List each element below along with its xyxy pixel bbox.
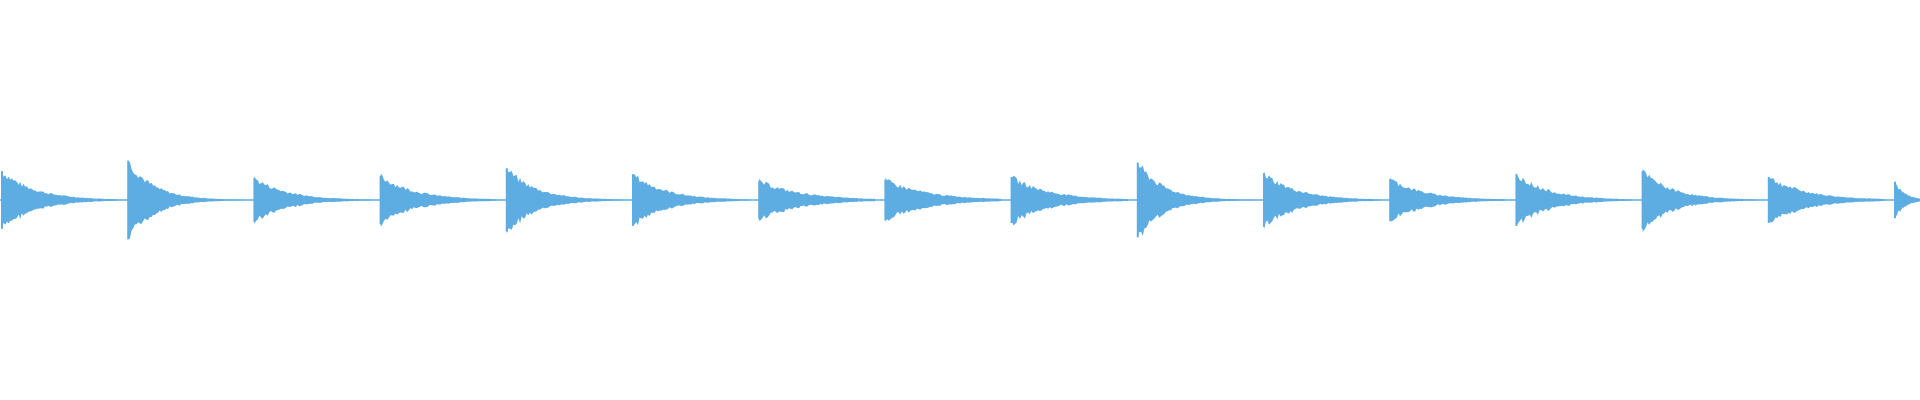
waveform-hit-12 xyxy=(1516,172,1633,226)
waveform-hit-13 xyxy=(1642,169,1759,232)
waveform-hit-11 xyxy=(1390,178,1507,222)
waveform-hit-2 xyxy=(254,176,371,225)
waveform-hit-7 xyxy=(885,177,1002,222)
waveform-hit-8 xyxy=(1011,175,1128,226)
waveform-segments xyxy=(1,160,1920,240)
waveform-hit-10 xyxy=(1264,171,1380,229)
waveform-hit-15 xyxy=(1895,180,1920,220)
waveform-hit-4 xyxy=(506,167,623,234)
waveform-hit-1 xyxy=(128,161,245,239)
waveform-hit-14 xyxy=(1768,178,1885,223)
waveform-hit-6 xyxy=(759,178,876,222)
waveform-hit-5 xyxy=(633,174,749,226)
waveform-hit-3 xyxy=(380,173,497,227)
waveform-hit-9 xyxy=(1137,165,1254,236)
waveform-hit-0 xyxy=(2,172,118,228)
